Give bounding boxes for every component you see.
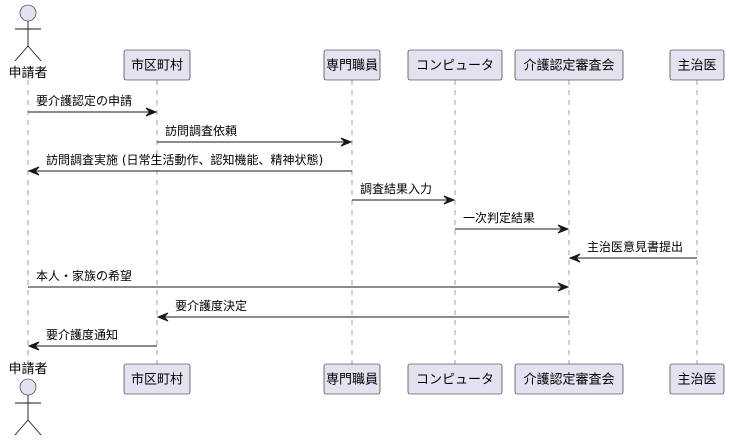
participant-label: 市区町村 [131,372,183,388]
participants-top: 申請者 市区町村 専門職員 コンピュータ 介護認定審査会 主治医 [8,4,725,81]
arrowhead-icon [443,195,456,205]
participant-box-specialist-top: 専門職員 [323,49,381,81]
message-arrow: 要介護度通知 [27,327,157,351]
participant-box-computer-bottom: コンピュータ [407,363,503,395]
actor-label: 申請者 [8,66,47,81]
participant-label: 主治医 [677,373,716,388]
message-arrow: 要介護度決定 [156,298,569,322]
message-arrow: 主治医意見書提出 [568,239,697,263]
message-arrow: 要介護認定の申請 [28,93,158,117]
participant-box-committee-bottom: 介護認定審査会 [514,363,624,395]
participant-box-municipality-bottom: 市区町村 [123,363,191,395]
participant-label: 介護認定審査会 [523,58,614,74]
stick-figure-icon [14,378,42,436]
participant-box-doctor-bottom: 主治医 [669,363,725,395]
participant-box-doctor-top: 主治医 [669,49,725,81]
participant-box-specialist-bottom: 専門職員 [323,363,381,395]
arrowhead-icon [145,107,158,117]
arrowhead-icon [568,253,581,263]
lifelines [27,80,698,364]
actor-applicant-bottom: 申請者 [8,362,48,436]
participant-label: 専門職員 [326,373,378,388]
actor-applicant-top: 申請者 [8,4,48,81]
participant-label: 介護認定審査会 [523,372,614,388]
message-arrow: 一次判定結果 [455,210,570,234]
arrowhead-icon [340,137,353,147]
arrowhead-icon [156,312,169,322]
actor-label: 申請者 [8,362,47,377]
message-arrow: 訪問調査実施 (日常生活動作、認知機能、精神状態) [27,152,352,176]
message-label: 要介護度決定 [175,298,247,313]
arrowhead-icon [27,166,40,176]
participant-box-municipality-top: 市区町村 [123,49,191,81]
message-label: 訪問調査実施 (日常生活動作、認知機能、精神状態) [46,152,323,167]
message-label: 調査結果入力 [360,182,432,196]
participant-label: 専門職員 [326,59,378,74]
message-arrow: 本人・家族の希望 [28,268,570,292]
message-arrow: 調査結果入力 [352,182,456,205]
message-label: 本人・家族の希望 [36,268,132,283]
arrowhead-icon [27,341,40,351]
participant-label: 主治医 [677,59,716,74]
message-label: 要介護認定の申請 [36,93,132,108]
message-label: 要介護度通知 [46,327,118,342]
arrowhead-icon [557,224,570,234]
participant-box-committee-top: 介護認定審査会 [514,49,624,81]
participant-label: コンピュータ [416,59,494,74]
message-label: 主治医意見書提出 [587,239,683,254]
message-label: 一次判定結果 [463,210,535,225]
stick-figure-icon [14,4,42,62]
message-label: 訪問調査依頼 [165,123,237,138]
arrowhead-icon [557,282,570,292]
participant-label: コンピュータ [416,373,494,388]
participant-label: 市区町村 [131,58,183,74]
participant-box-computer-top: コンピュータ [407,49,503,81]
message-arrow: 訪問調査依頼 [157,123,353,147]
